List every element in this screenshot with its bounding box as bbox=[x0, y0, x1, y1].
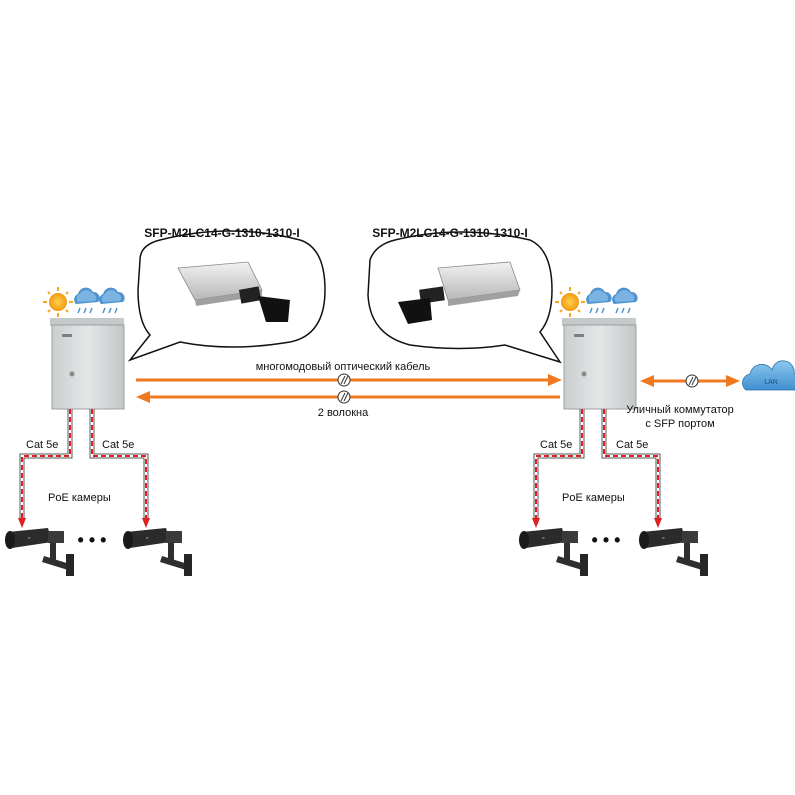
sun-icon bbox=[554, 286, 586, 318]
cable-break-icon bbox=[337, 373, 351, 387]
rain-cloud-icon bbox=[585, 286, 613, 314]
fiber-count-label: 2 волокна bbox=[318, 407, 369, 419]
left-cable-1 bbox=[18, 409, 73, 528]
right-module-title: SFP-M2LC14-G-1310-1310-I bbox=[372, 226, 527, 240]
switch-caption-line1: Уличный коммутатор bbox=[626, 404, 733, 416]
right-cameras-label: PoE камеры bbox=[562, 492, 625, 504]
cable-break-icon bbox=[685, 374, 699, 388]
switch-caption-line2: с SFP портом bbox=[645, 418, 714, 430]
camera-icon bbox=[519, 528, 588, 576]
left-module-title: SFP-M2LC14-G-1310-1310-I bbox=[144, 226, 299, 240]
rain-cloud-icon bbox=[98, 286, 126, 314]
right-cable-1-label: Cat 5e bbox=[540, 439, 572, 451]
right-camera-ellipsis: • • • bbox=[592, 530, 621, 550]
sfp-module-icon bbox=[177, 261, 290, 322]
left-camera-ellipsis: • • • bbox=[78, 530, 107, 550]
lan-cloud-icon bbox=[742, 360, 795, 391]
right-cable-2 bbox=[601, 409, 662, 528]
fiber-cable-label: многомодовый оптический кабель bbox=[256, 361, 431, 373]
sfp-module-icon bbox=[398, 261, 521, 324]
left-cable-2-label: Cat 5e bbox=[102, 439, 134, 451]
sun-icon bbox=[42, 286, 74, 318]
right-cable-1 bbox=[532, 409, 585, 528]
camera-icon bbox=[639, 528, 708, 576]
left-cable-2 bbox=[89, 409, 150, 528]
left-cable-1-label: Cat 5e bbox=[26, 439, 58, 451]
left-enclosure-icon bbox=[50, 318, 125, 410]
left-cameras-label: PoE камеры bbox=[48, 492, 111, 504]
fiber-arrow-return bbox=[136, 391, 560, 403]
right-cable-2-label: Cat 5e bbox=[616, 439, 648, 451]
cable-break-icon bbox=[337, 390, 351, 404]
rain-cloud-icon bbox=[73, 286, 101, 314]
lan-label: LAN bbox=[764, 379, 778, 386]
right-enclosure-icon bbox=[562, 318, 637, 410]
rain-cloud-icon bbox=[611, 286, 639, 314]
camera-icon bbox=[5, 528, 74, 576]
camera-icon bbox=[123, 528, 192, 576]
